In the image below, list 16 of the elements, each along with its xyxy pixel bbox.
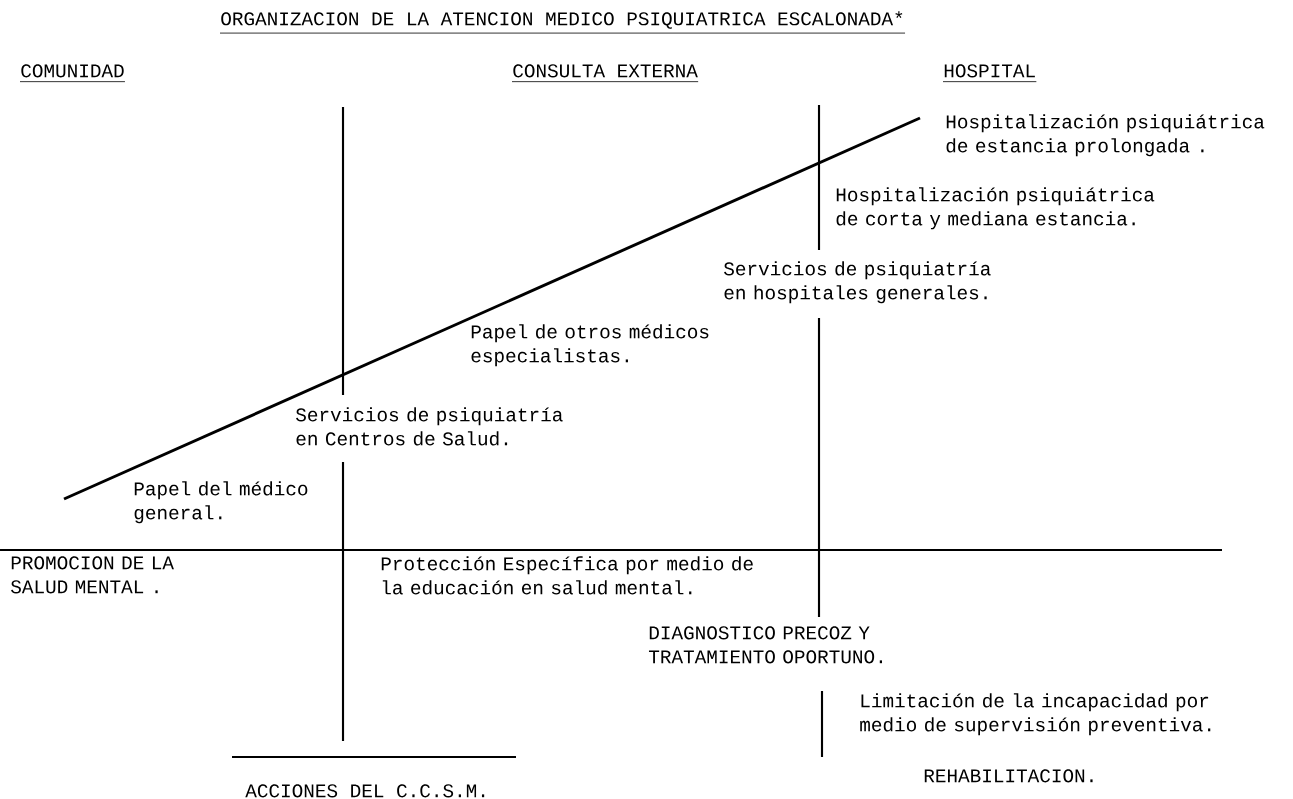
text-label: Papel del médico general. xyxy=(134,481,308,524)
text-label: DIAGNOSTICO PRECOZ Y TRATAMIENTO OPORTUNO. xyxy=(649,626,882,664)
heading: ORGANIZACION DE LA ATENCION MEDICO PSIQUIATRICA ESCALONADA* xyxy=(219,11,906,34)
column-heading: CONSULTA EXTERNA xyxy=(511,64,699,83)
text-label: Papel de otros médicos especialistas. xyxy=(471,324,709,367)
text-label: Servicios de psiquiatría en hospitales generales. xyxy=(724,261,991,304)
text-label: PROMOCION DE LA SALUD MENTAL . xyxy=(11,556,174,594)
text-label: Hospitalización psiquiátrica de estancia prolongada . xyxy=(946,114,1265,157)
text-label: ACCIONES DEL C.C.S.M. xyxy=(245,784,485,798)
text-label: REHABILITACION. xyxy=(924,769,1093,783)
column-heading: COMUNIDAD xyxy=(19,64,126,83)
text-label: Servicios de psiquiatría en Centros de Salud. xyxy=(296,407,563,446)
text-label: Limitación de la incapacidad por medio de supervisión preventiva. xyxy=(860,693,1211,736)
text-label: Protección Específica por medio de la educación en salud mental. xyxy=(381,556,753,595)
column-heading: HOSPITAL xyxy=(942,64,1037,83)
text-label: Hospitalización psiquiátrica de corta y mediana estancia. xyxy=(836,187,1155,230)
